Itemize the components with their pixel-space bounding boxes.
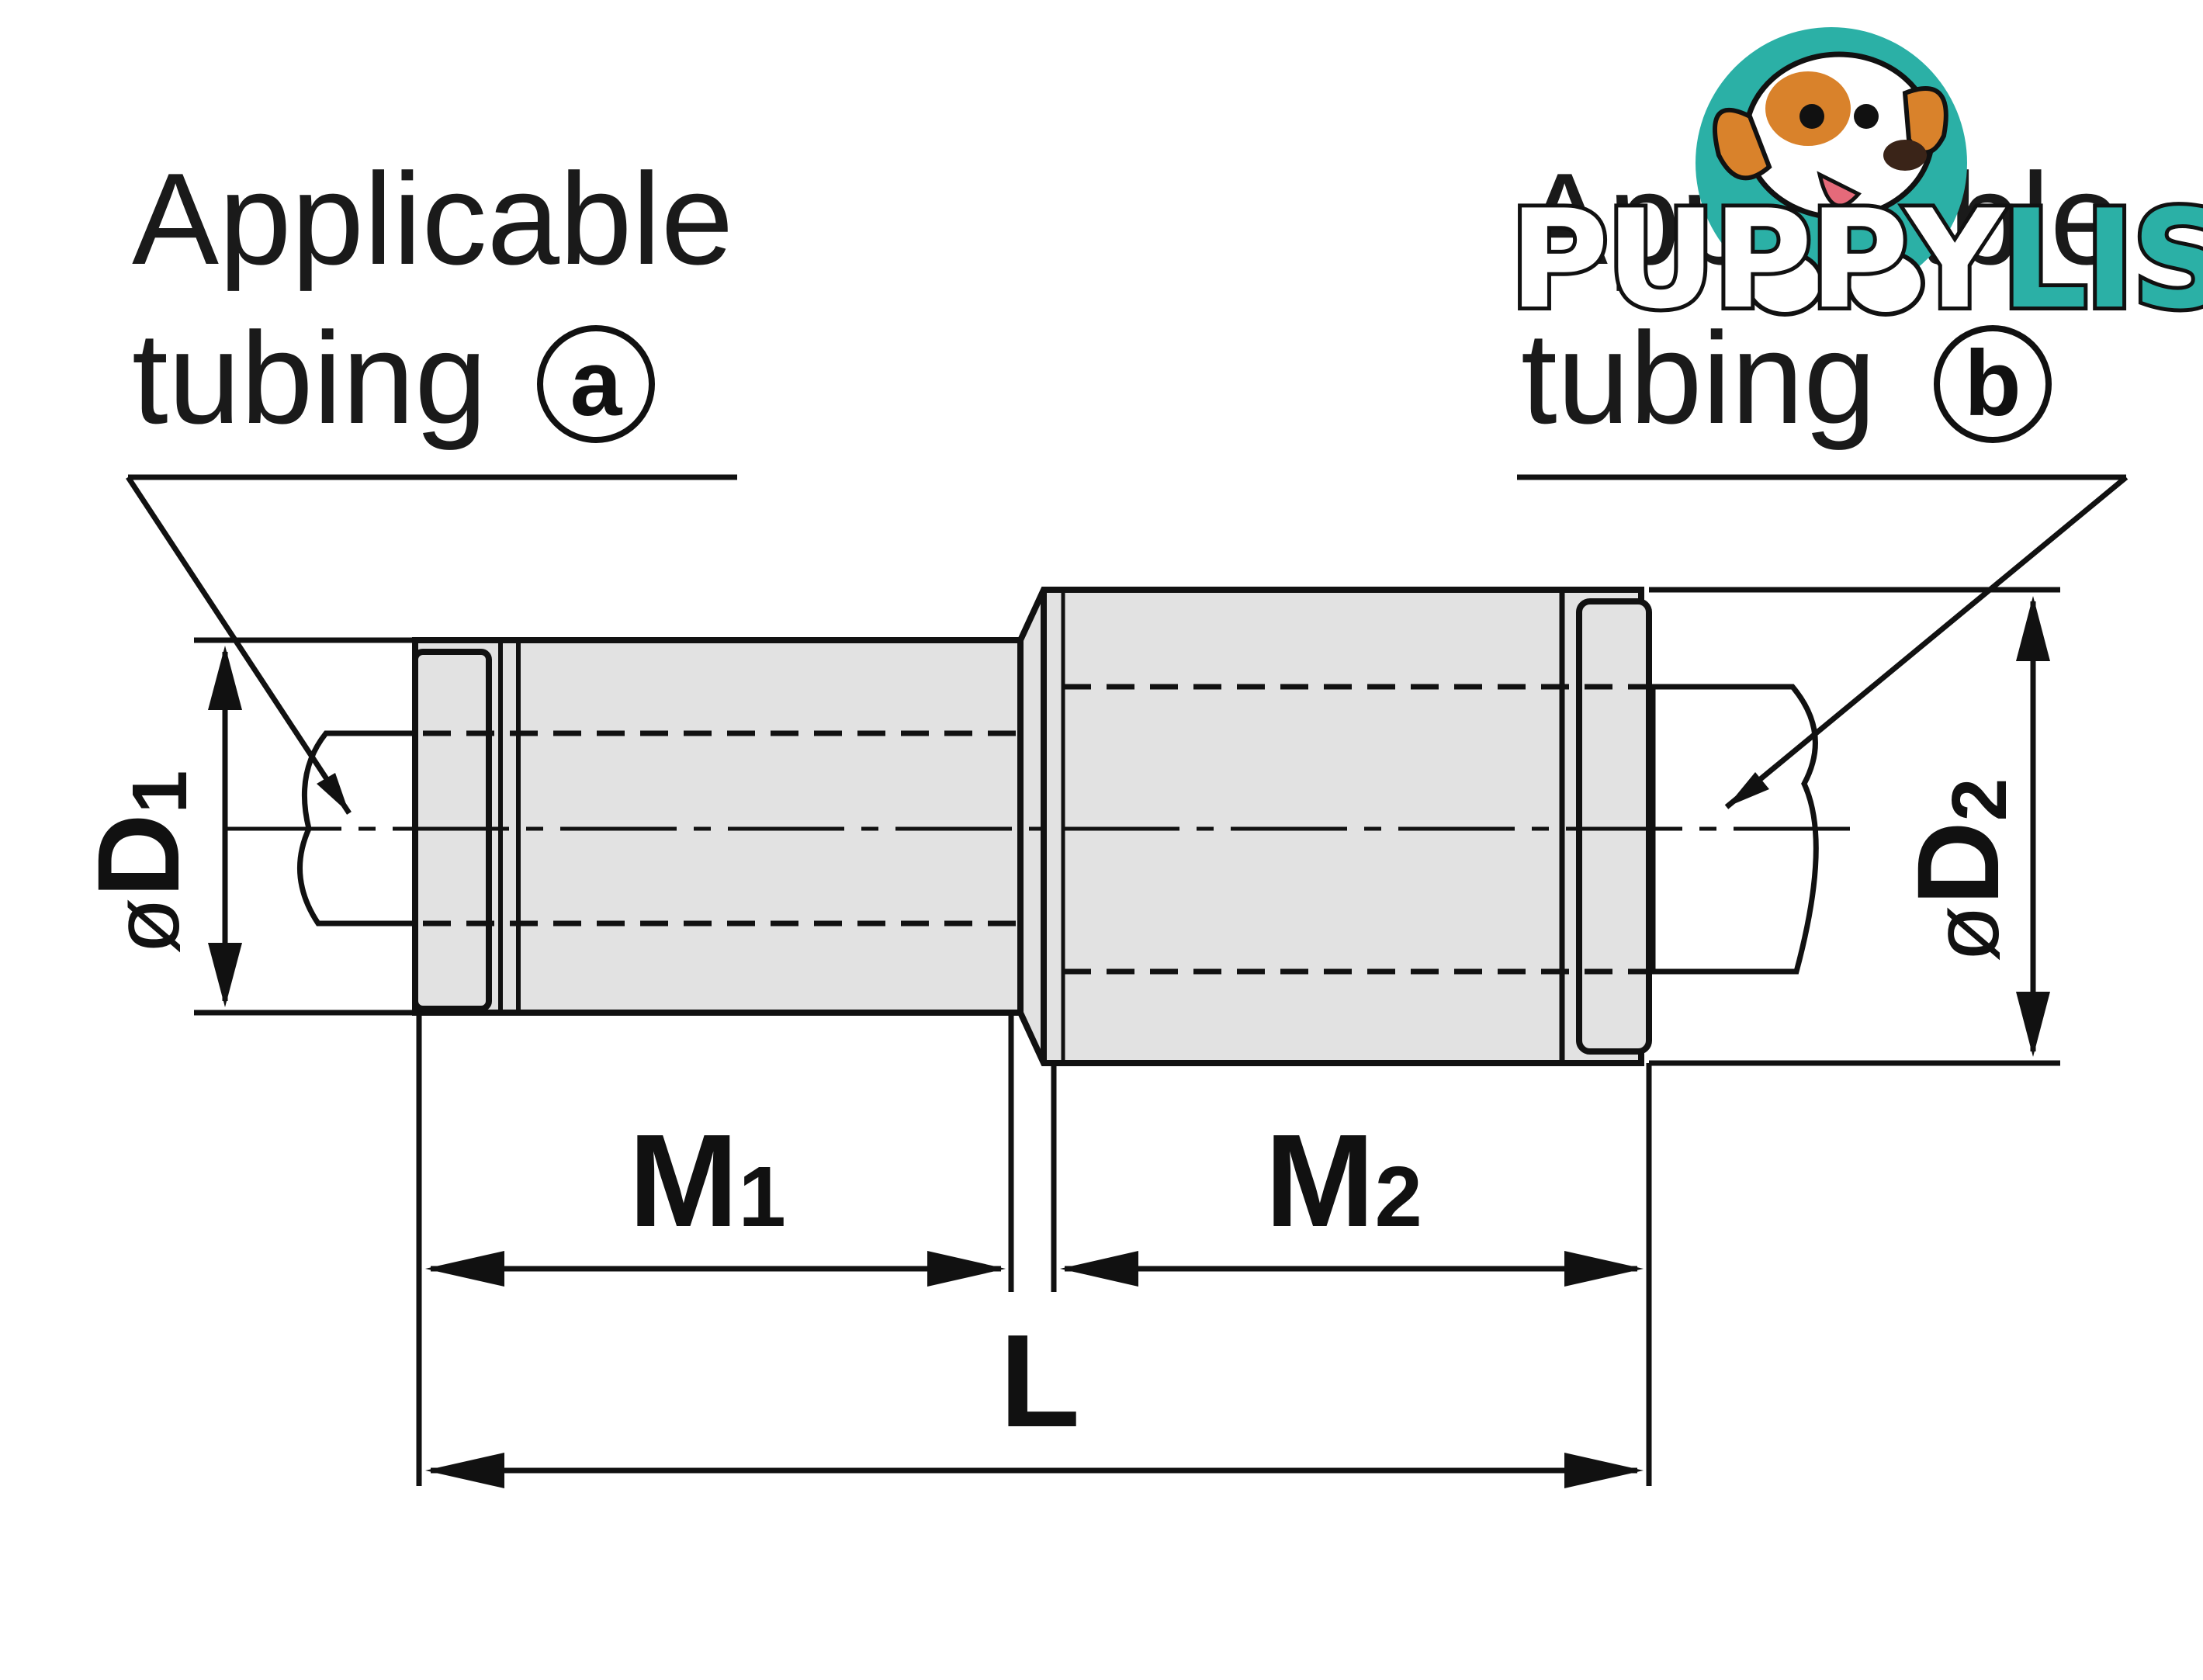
- release-collet-b: [1559, 590, 1652, 1063]
- l-label: L: [999, 1308, 1080, 1455]
- extension-lines: [416, 1013, 1652, 1486]
- leader-a: [126, 476, 352, 815]
- dimension-m2: M2: [1060, 1107, 1644, 1287]
- tubing-b-circle: [1934, 325, 2052, 443]
- dimension-d1: øD1: [73, 637, 415, 1016]
- m2-label: M2: [1265, 1107, 1422, 1255]
- tubing-a-line1: Applicable: [132, 146, 733, 292]
- d2-label: øD2: [1893, 778, 2023, 962]
- watermark-brand: PUPPYLIST: [1509, 182, 2203, 339]
- tubing-a-label: Applicable tubing a: [128, 146, 737, 480]
- puppy-mascot-icon: [1696, 27, 1967, 317]
- tubing-a-line2: tubing: [132, 305, 487, 451]
- tubing-b-line2: tubing: [1521, 305, 1876, 451]
- dimension-l: L: [425, 1308, 1644, 1488]
- d1-label: øD1: [73, 771, 203, 954]
- watermark: PUPPYLIST: [1505, 27, 2203, 343]
- fitting-body-small: [412, 637, 1024, 1016]
- hidden-bore-lines: [423, 684, 1649, 975]
- tubing-b-mark: b: [1964, 331, 2021, 435]
- leader-b: [1724, 475, 2129, 809]
- tubing-a-circle: [537, 325, 655, 443]
- dimension-d2: øD2: [1649, 587, 2060, 1066]
- fitting-body-large: [1017, 587, 1644, 1066]
- dimension-m1: M1: [425, 1107, 1006, 1287]
- tubing-a-mark: a: [570, 331, 623, 435]
- m1-label: M1: [629, 1107, 786, 1255]
